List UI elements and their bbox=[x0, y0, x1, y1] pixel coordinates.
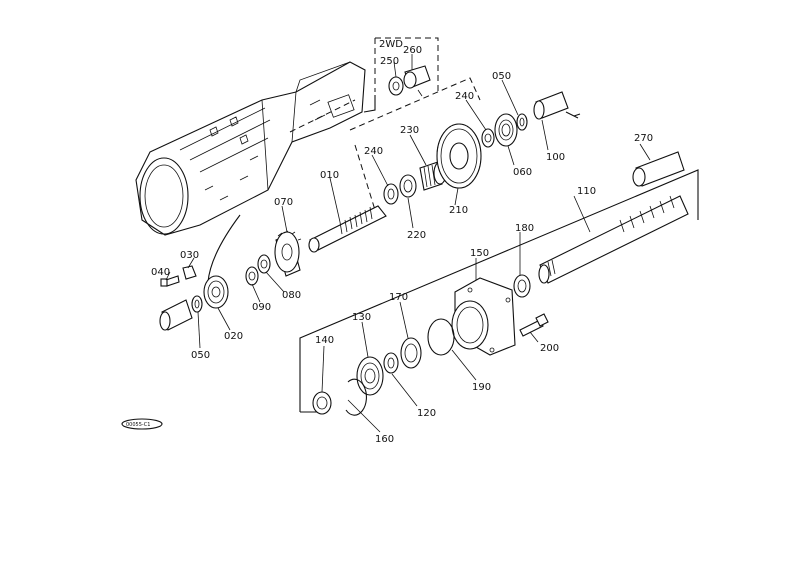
part-labels: 2WD 250 260 050 240 230 240 010 070 060 … bbox=[151, 39, 653, 445]
part-060-bearing bbox=[494, 113, 518, 147]
part-140-seal bbox=[312, 391, 332, 415]
label-270: 270 bbox=[634, 133, 653, 144]
label-140: 140 bbox=[315, 335, 334, 346]
part-030-lock-plate bbox=[182, 265, 197, 280]
leader-lines bbox=[165, 54, 651, 433]
label-240-top: 240 bbox=[455, 91, 474, 102]
transmission-housing bbox=[135, 61, 366, 236]
group-label-2wd: 2WD bbox=[379, 39, 403, 50]
part-130-bearing bbox=[356, 356, 384, 396]
left-collar bbox=[159, 299, 193, 331]
label-160: 160 bbox=[375, 434, 394, 445]
label-020: 020 bbox=[224, 331, 243, 342]
part-240-ring-b bbox=[481, 128, 495, 148]
part-040-bolt bbox=[160, 275, 180, 287]
part-050-ring-left bbox=[191, 295, 203, 313]
label-010: 010 bbox=[320, 170, 339, 181]
label-090: 090 bbox=[252, 302, 271, 313]
part-160-snap-ring bbox=[345, 378, 367, 416]
label-060: 060 bbox=[513, 167, 532, 178]
label-120: 120 bbox=[417, 408, 436, 419]
label-110: 110 bbox=[577, 186, 596, 197]
part-210-gear bbox=[436, 123, 482, 189]
label-130: 130 bbox=[352, 312, 371, 323]
part-150-flange-housing bbox=[451, 277, 516, 356]
label-030: 030 bbox=[180, 250, 199, 261]
stamp-text: 00055-C1 bbox=[126, 422, 150, 428]
label-190: 190 bbox=[472, 382, 491, 393]
label-220: 220 bbox=[407, 230, 426, 241]
part-220-collar bbox=[399, 174, 417, 198]
label-230: 230 bbox=[400, 125, 419, 136]
label-210: 210 bbox=[449, 205, 468, 216]
label-250: 250 bbox=[380, 56, 399, 67]
part-270-sleeve bbox=[632, 151, 685, 187]
part-180-ring bbox=[513, 274, 531, 298]
part-010-shaft bbox=[308, 205, 387, 253]
label-080: 080 bbox=[282, 290, 301, 301]
label-050-top: 050 bbox=[492, 71, 511, 82]
label-150: 150 bbox=[470, 248, 489, 259]
label-050-left: 050 bbox=[191, 350, 210, 361]
label-170: 170 bbox=[389, 292, 408, 303]
part-170-ring bbox=[400, 337, 422, 369]
part-110-output-shaft bbox=[538, 195, 689, 284]
part-080-ring bbox=[257, 254, 271, 274]
label-200: 200 bbox=[540, 343, 559, 354]
part-120-ring bbox=[383, 352, 399, 374]
part-240-ring-a bbox=[383, 183, 399, 205]
part-090-ring bbox=[245, 266, 259, 286]
part-070-gear bbox=[274, 230, 302, 277]
label-070: 070 bbox=[274, 197, 293, 208]
label-240-mid: 240 bbox=[364, 146, 383, 157]
part-020-bearing bbox=[203, 275, 229, 309]
assembly-guide-lines bbox=[207, 37, 699, 413]
label-040: 040 bbox=[151, 267, 170, 278]
part-100-bushing bbox=[533, 91, 581, 120]
part-190-o-ring bbox=[427, 318, 455, 356]
label-180: 180 bbox=[515, 223, 534, 234]
part-200-bolt bbox=[519, 313, 549, 337]
catalog-stamp: 00055-C1 bbox=[121, 418, 163, 430]
label-260: 260 bbox=[403, 45, 422, 56]
part-050-ring-top bbox=[516, 113, 528, 131]
label-100: 100 bbox=[546, 152, 565, 163]
